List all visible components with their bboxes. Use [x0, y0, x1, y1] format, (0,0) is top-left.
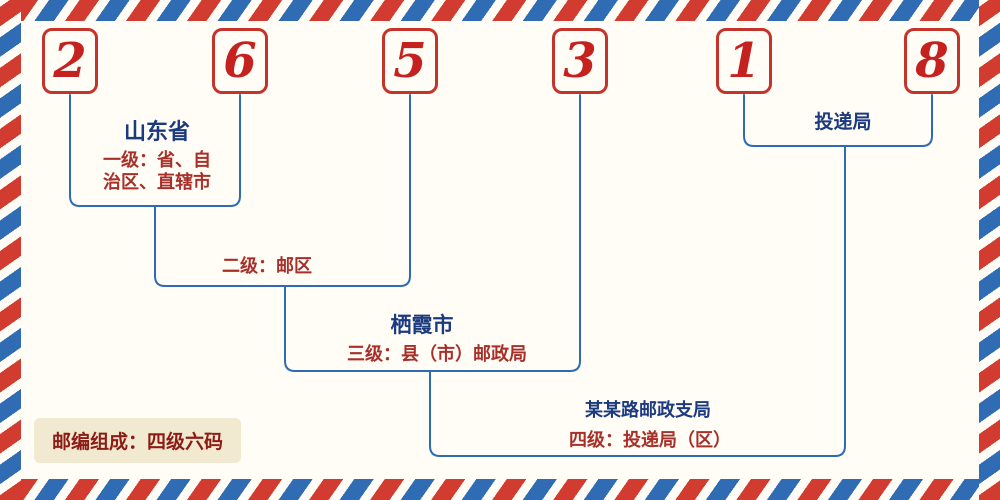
level1-region-label: 山东省 — [123, 119, 191, 144]
level4-desc-label: 四级：投递局（区） — [569, 430, 731, 450]
postal-digit-box-4: 3 — [552, 28, 608, 94]
postal-digit-5: 1 — [727, 33, 761, 89]
level2-desc-label: 二级：邮区 — [222, 256, 312, 276]
postal-digit-2: 6 — [223, 33, 257, 89]
postal-digit-1: 2 — [53, 33, 87, 89]
postal-digit-box-2: 6 — [212, 28, 268, 94]
footer-note-text: 邮编组成：四级六码 — [52, 432, 224, 453]
level1-desc-line1: 一级：省、自 — [103, 150, 211, 170]
postal-digit-6: 8 — [915, 33, 949, 89]
level4-branch-label: 某某路邮政支局 — [585, 400, 711, 420]
footer-note-box: 邮编组成：四级六码 — [34, 418, 242, 463]
level3-desc-label: 三级：县（市）邮政局 — [347, 344, 527, 364]
airmail-border-left — [0, 0, 21, 500]
postal-digit-3: 5 — [393, 33, 427, 89]
airmail-border-right — [979, 0, 1000, 500]
level1-desc-line2: 治区、直辖市 — [103, 172, 211, 192]
postal-digit-box-3: 5 — [382, 28, 438, 94]
postal-digit-box-6: 8 — [904, 28, 960, 94]
postal-digit-box-5: 1 — [716, 28, 772, 94]
delivery-office-label: 投递局 — [814, 112, 872, 133]
level3-region-label: 栖霞市 — [390, 314, 454, 337]
postal-digit-box-1: 2 — [42, 28, 98, 94]
postal-digit-4: 3 — [563, 33, 597, 89]
airmail-border-top — [0, 0, 1000, 21]
airmail-border-bottom — [0, 479, 1000, 500]
